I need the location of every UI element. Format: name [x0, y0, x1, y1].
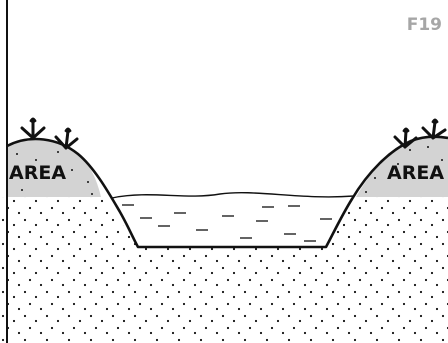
plant-icon — [22, 118, 44, 138]
right-area-label: AREA — [387, 164, 444, 183]
plant-icon — [423, 119, 445, 138]
left-area-label: AREA — [9, 164, 66, 183]
figure-label: F19 — [407, 17, 442, 34]
water-body — [114, 193, 352, 247]
